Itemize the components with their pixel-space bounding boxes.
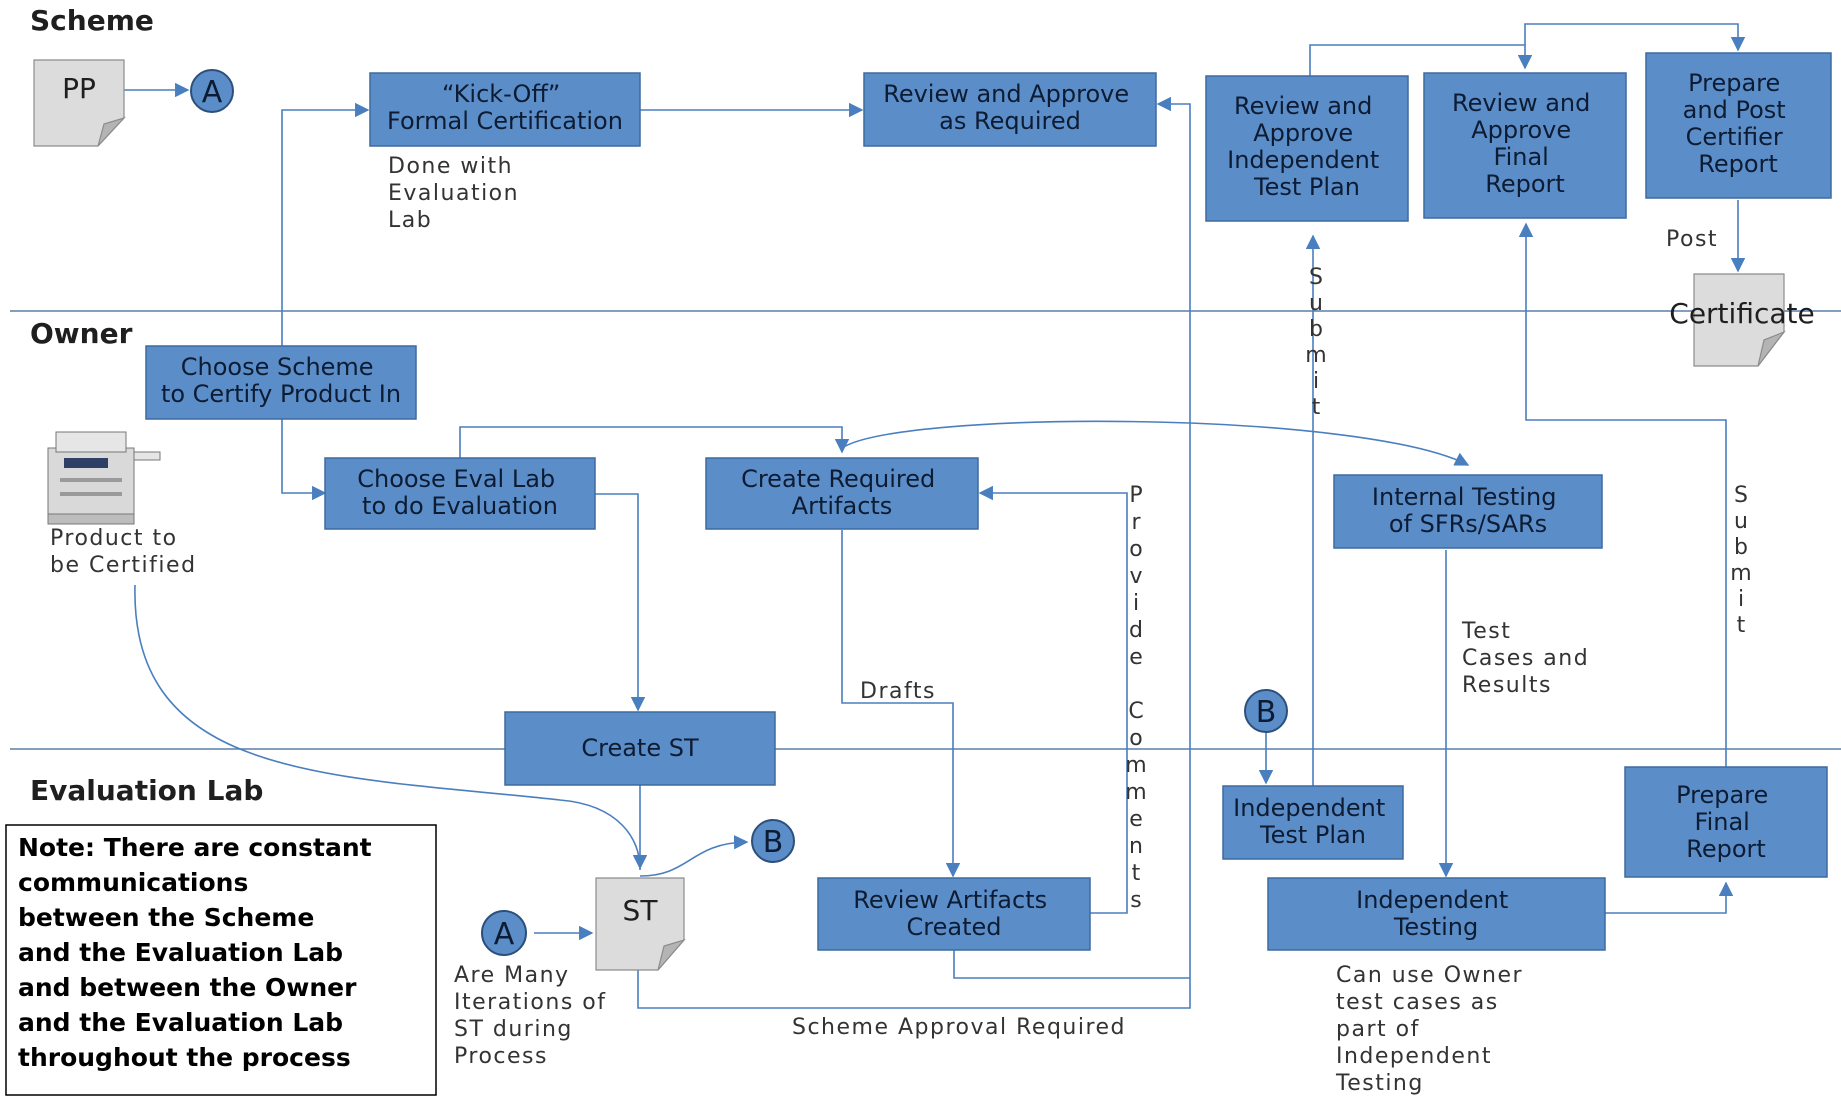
svg-text:Choose Eval Lab to do Ev: Choose Eval Lab to do Evaluation: [357, 465, 563, 520]
certificate-document: Certificate: [1669, 273, 1815, 367]
certificate-document-label: Certificate: [1669, 297, 1814, 330]
done-with-lab-label: Done with Evaluation Lab: [388, 154, 528, 233]
lane-label-owner: Owner: [30, 317, 133, 350]
independent-test-plan-box: Independent Test Plan: [1222, 785, 1404, 860]
svg-text:Review and Approve: Review and Approve Final Report: [1452, 89, 1598, 198]
svg-text:Internal Testing of SFRs: Internal Testing of SFRs/SARs: [1372, 483, 1564, 538]
owner-test-cases-label: Can use Owner test cases as part of Inde…: [1335, 963, 1532, 1096]
internal-testing-box: Internal Testing of SFRs/SARs: [1333, 474, 1603, 549]
connector-b-right: B: [751, 819, 795, 863]
choose-scheme-box: Choose Scheme to Certify Product In: [145, 345, 417, 420]
independent-testing-box: Independent Testing: [1267, 877, 1606, 951]
pp-document: PP: [33, 59, 126, 147]
note-box: Note: There are constant communications …: [5, 824, 437, 1096]
scheme-approval-label: Scheme Approval Required: [792, 1015, 1126, 1040]
product-label: Product to be Certified: [50, 526, 197, 578]
st-document-label: ST: [623, 894, 659, 927]
drafts-label: Drafts: [860, 679, 936, 704]
svg-text:Create ST: Create ST: [581, 734, 699, 762]
review-approve-box: Review and Approve as Required: [863, 72, 1157, 147]
svg-text:Note: There are constant: Note: There are constant communications …: [18, 833, 380, 1072]
create-st-box: Create ST: [504, 711, 776, 786]
svg-text:Review Artifacts Created: Review Artifacts Created: [853, 886, 1055, 941]
choose-eval-lab-box: Choose Eval Lab to do Evaluation: [324, 457, 596, 530]
svg-text:Review and Approve as Re: Review and Approve as Required: [883, 80, 1137, 135]
connector-a-top-label: A: [202, 75, 223, 110]
svg-text:Review and Approve: Review and Approve Independent Test Plan: [1227, 92, 1387, 201]
review-final-report-box: Review and Approve Final Report: [1423, 72, 1627, 219]
svg-text:Independent Testing: Independent Testing: [1356, 886, 1516, 941]
svg-text:Prepare and Post C: Prepare and Post Certifier Report: [1683, 69, 1794, 178]
create-artifacts-box: Create Required Artifacts: [705, 457, 979, 530]
connector-a-bottom-label: A: [494, 917, 515, 952]
lane-label-scheme: Scheme: [30, 4, 154, 37]
connector-b-right-label: B: [763, 825, 784, 860]
connector-b-top: B: [1244, 689, 1288, 733]
svg-text:Choose Scheme to Certify: Choose Scheme to Certify Product In: [161, 353, 401, 408]
review-test-plan-box: Review and Approve Independent Test Plan: [1205, 75, 1409, 222]
lane-label-lab: Evaluation Lab: [30, 774, 263, 807]
svg-text:Independent Test Plan: Independent Test Plan: [1233, 794, 1393, 849]
connector-b-top-label: B: [1256, 695, 1277, 730]
printer-icon: [47, 431, 161, 525]
flow-lines: [124, 23, 1746, 1009]
post-label: Post: [1666, 227, 1718, 252]
st-document: ST: [595, 877, 686, 971]
test-cases-label: Test Cases and Results: [1461, 619, 1598, 698]
prepare-final-report-box: Prepare Final Report: [1624, 766, 1828, 878]
svg-text:Prepare Final Repo: Prepare Final Report: [1676, 781, 1776, 863]
iterations-label: Are Many Iterations of ST during Process: [454, 963, 615, 1069]
pp-document-label: PP: [62, 72, 96, 105]
review-artifacts-box: Review Artifacts Created: [817, 877, 1091, 951]
svg-text:“Kick-Off” Formal Certif: “Kick-Off” Formal Certification: [387, 80, 623, 135]
connector-a-bottom: A: [481, 910, 527, 956]
connector-a-top: A: [190, 69, 234, 113]
prepare-post-report-box: Prepare and Post Certifier Report: [1645, 52, 1832, 199]
svg-text:Create Required Artifact: Create Required Artifacts: [741, 465, 943, 520]
kickoff-box: “Kick-Off” Formal Certification: [369, 72, 641, 147]
